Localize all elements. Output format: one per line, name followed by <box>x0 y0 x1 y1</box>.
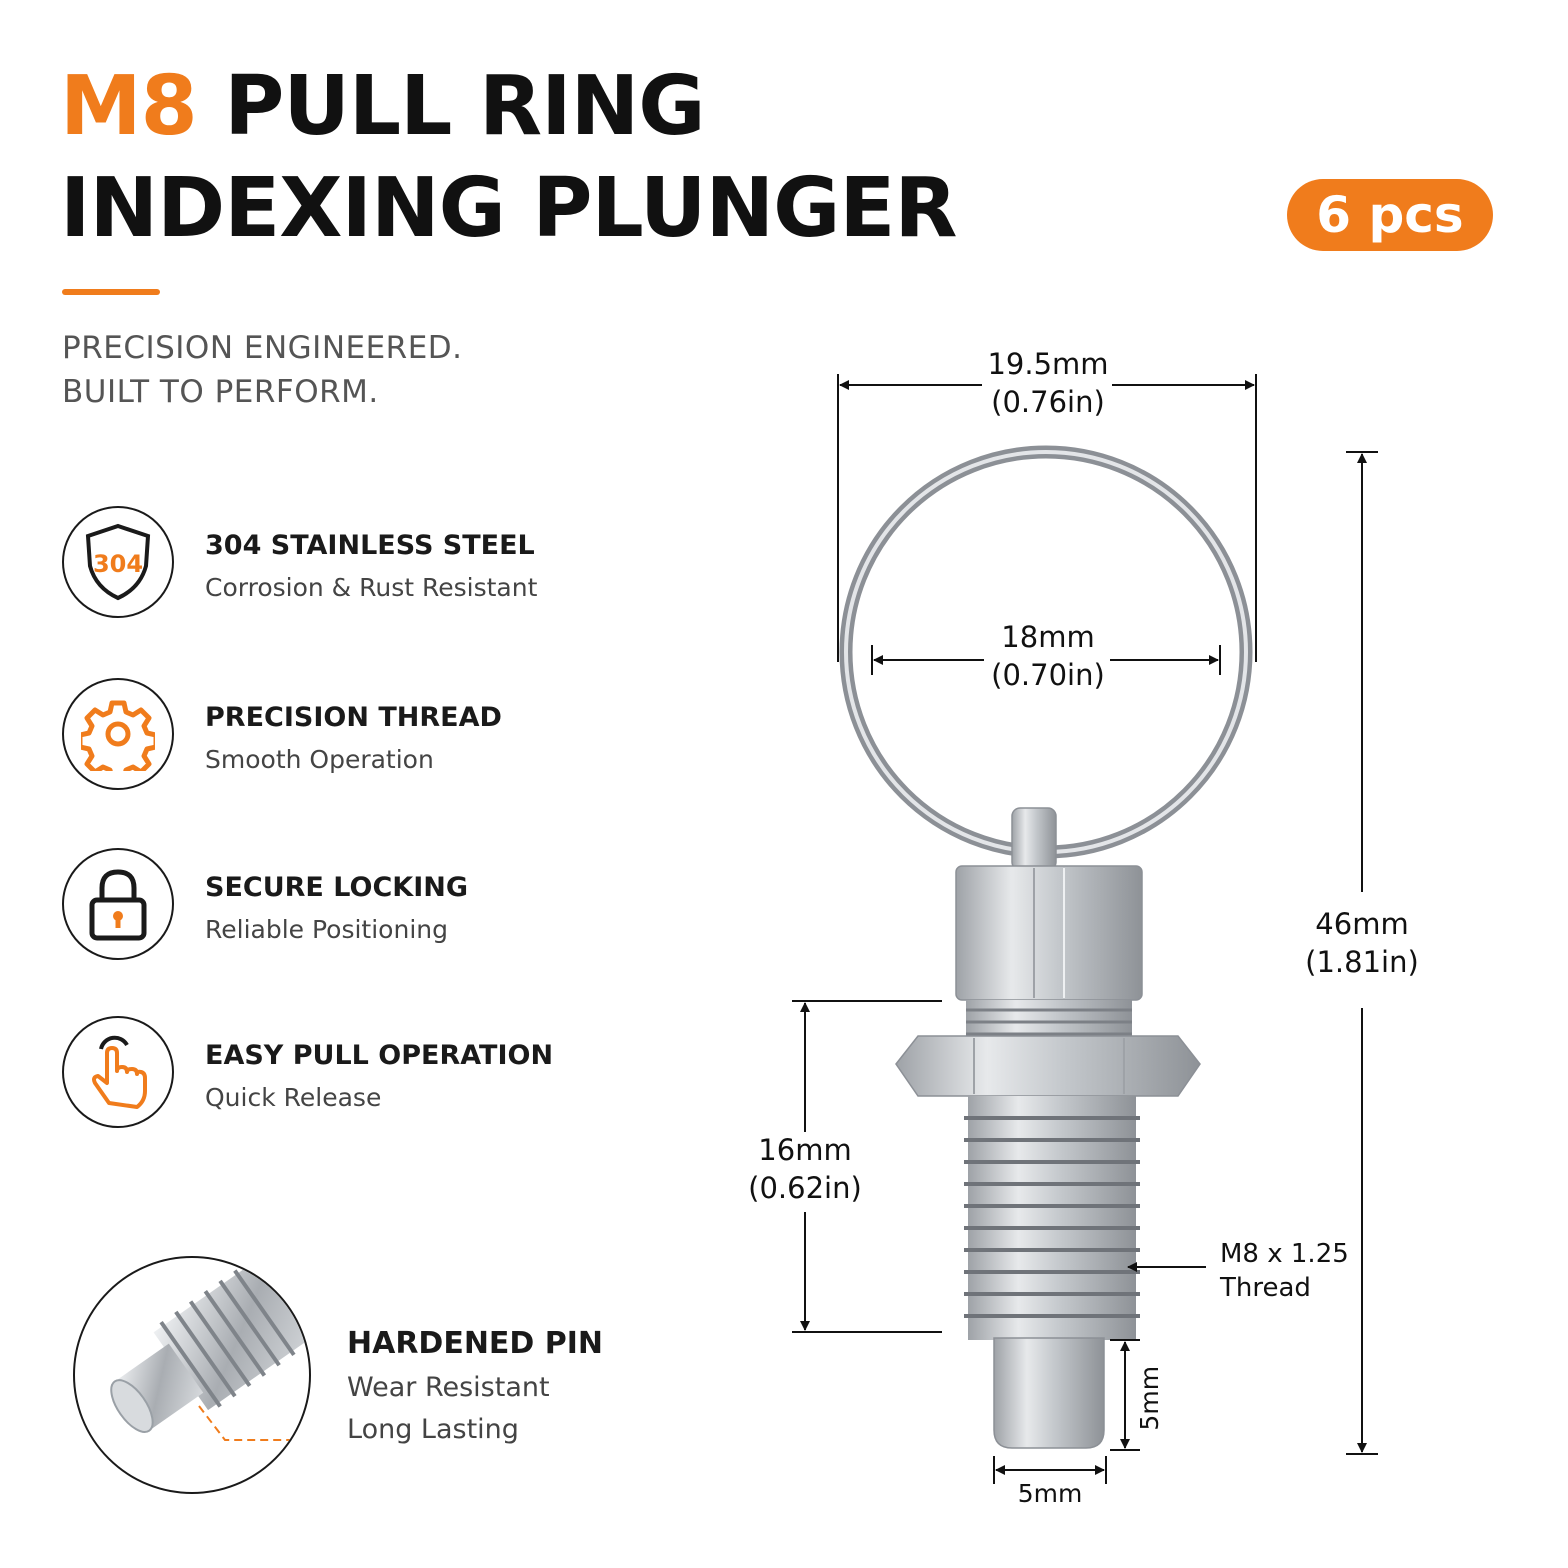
feature-icon-circle <box>62 1016 174 1128</box>
dim-total-length: 46mm (1.81in) <box>1287 906 1437 981</box>
gear-icon <box>81 700 155 771</box>
feature-subtitle-thread: Smooth Operation <box>205 745 434 774</box>
feature-title-thread: PRECISION THREAD <box>205 702 502 733</box>
dim-total-length-mm: 46mm <box>1315 907 1409 941</box>
title-rest: PULL RING <box>224 59 705 154</box>
dim-ring-outer-in: (0.76in) <box>991 384 1105 419</box>
title-line-2: INDEXING PLUNGER <box>60 161 958 256</box>
dim-thread-length: 16mm (0.62in) <box>730 1132 880 1207</box>
dim-pin-length: 5mm <box>1134 1365 1164 1431</box>
feature-title-locking: SECURE LOCKING <box>205 872 468 903</box>
feature-icon-circle <box>62 848 174 960</box>
title-line-1: M8 PULL RING <box>60 66 706 148</box>
dim-ring-outer: 19.5mm (0.76in) <box>968 346 1128 421</box>
pin-closeup-image <box>73 1256 311 1494</box>
dim-thread-length-mm: 16mm <box>758 1133 852 1167</box>
hardened-pin-line-2: Long Lasting <box>347 1414 519 1445</box>
lock-nut <box>895 1035 1201 1097</box>
threaded-body <box>968 1096 1136 1340</box>
tagline-line-1: PRECISION ENGINEERED. <box>62 330 463 366</box>
title-accent: M8 <box>60 59 198 154</box>
dim-thread-spec-label: Thread <box>1220 1272 1311 1303</box>
quantity-badge: 6 pcs <box>1287 179 1493 251</box>
dim-thread-spec: M8 x 1.25 Thread <box>1220 1238 1349 1306</box>
dim-ring-inner: 18mm (0.70in) <box>968 619 1128 694</box>
feature-subtitle-pull: Quick Release <box>205 1083 382 1112</box>
feature-title-pull: EASY PULL OPERATION <box>205 1040 554 1071</box>
tagline-line-2: BUILT TO PERFORM. <box>62 374 379 410</box>
feature-subtitle-locking: Reliable Positioning <box>205 915 448 944</box>
dim-ring-inner-in: (0.70in) <box>991 657 1105 692</box>
plunger-knob <box>955 865 1143 1001</box>
shield-icon: 304 <box>85 523 151 601</box>
dim-total-length-in: (1.81in) <box>1305 944 1419 979</box>
feature-title-material: 304 STAINLESS STEEL <box>205 530 535 561</box>
feature-icon-circle: 304 <box>62 506 174 618</box>
dim-ring-outer-mm: 19.5mm <box>987 347 1109 381</box>
shield-icon-text: 304 <box>93 550 143 578</box>
hardened-pin-title: HARDENED PIN <box>347 1326 604 1361</box>
feature-subtitle-material: Corrosion & Rust Resistant <box>205 573 538 602</box>
dim-pin-diameter: 5mm <box>1017 1479 1083 1508</box>
feature-icon-circle <box>62 678 174 790</box>
plunger-top-pin <box>1011 807 1057 871</box>
bottom-pin <box>993 1337 1105 1449</box>
hardened-pin-line-1: Wear Resistant <box>347 1372 550 1403</box>
accent-divider <box>62 289 160 295</box>
lock-icon <box>89 869 147 941</box>
pointer-hand-icon <box>92 1035 147 1109</box>
dim-thread-length-in: (0.62in) <box>748 1170 862 1205</box>
dim-ring-inner-mm: 18mm <box>1001 620 1095 654</box>
dim-thread-spec-value: M8 x 1.25 <box>1220 1239 1349 1269</box>
